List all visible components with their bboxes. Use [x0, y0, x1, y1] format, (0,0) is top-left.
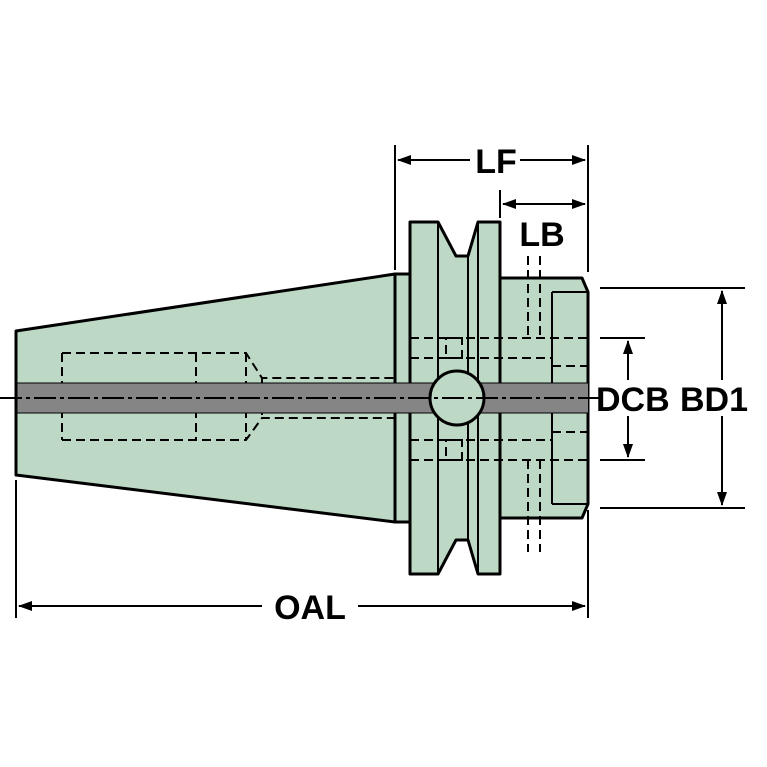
bd1-label: BD1: [680, 381, 748, 419]
dcb-label: DCB: [596, 381, 670, 419]
lf-label: LF: [475, 143, 517, 181]
oal-label: OAL: [274, 589, 346, 627]
dimension-lines: [15, 145, 745, 618]
lb-label: LB: [519, 216, 564, 254]
